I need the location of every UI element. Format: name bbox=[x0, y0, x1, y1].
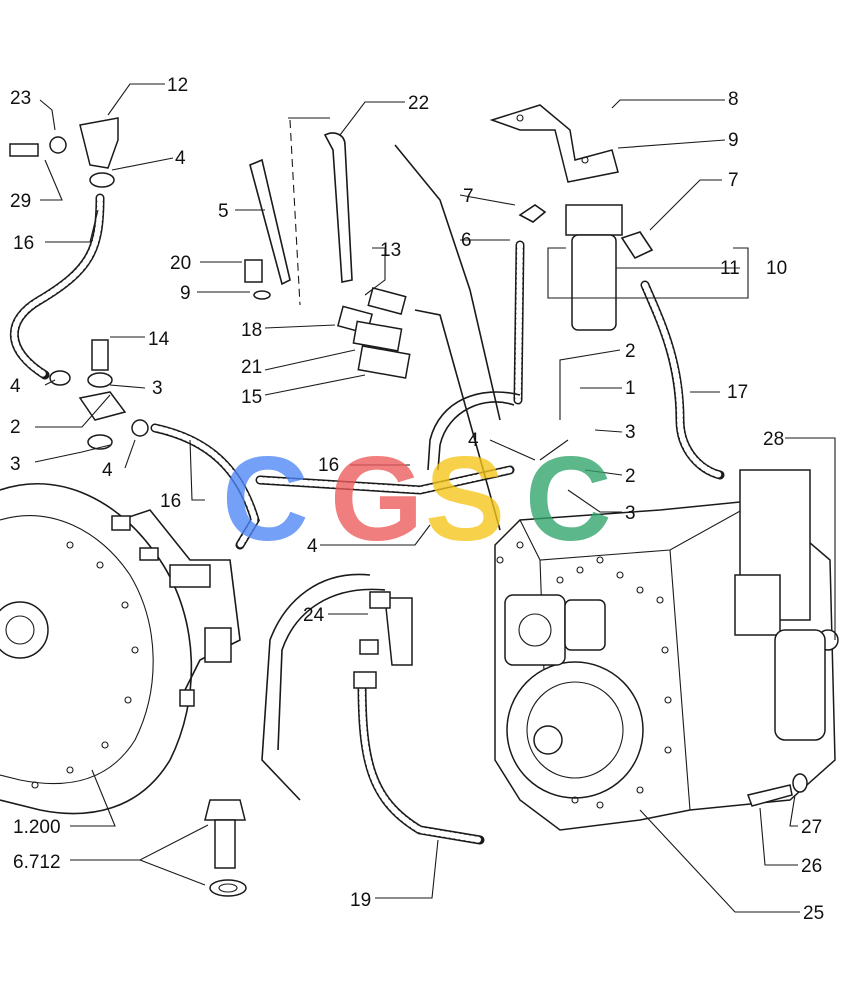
callout-20: 20 bbox=[170, 253, 191, 274]
callout-11: 11 bbox=[720, 258, 740, 279]
callout-27: 27 bbox=[801, 817, 822, 838]
callout-16: 16 bbox=[318, 455, 339, 476]
callout-3: 3 bbox=[152, 378, 163, 399]
callout-23: 23 bbox=[10, 88, 31, 109]
callout-1-200: 1.200 bbox=[13, 817, 61, 838]
callout-29: 29 bbox=[10, 191, 31, 212]
gearbox-assembly bbox=[494, 469, 839, 831]
callout-6-712: 6.712 bbox=[13, 852, 61, 873]
callout-2: 2 bbox=[625, 466, 636, 487]
hoses bbox=[9, 144, 725, 845]
callout-14: 14 bbox=[148, 329, 170, 350]
callout-19: 19 bbox=[350, 890, 371, 911]
callout-3: 3 bbox=[10, 454, 21, 475]
callout-4: 4 bbox=[102, 460, 113, 481]
plug-and-washer bbox=[204, 799, 247, 897]
callout-17: 17 bbox=[727, 382, 748, 403]
callout-2: 2 bbox=[10, 417, 21, 438]
callout-9: 9 bbox=[728, 130, 739, 151]
callout-18: 18 bbox=[241, 320, 262, 341]
callout-21: 21 bbox=[241, 357, 262, 378]
callout-10: 10 bbox=[766, 258, 787, 279]
callout-12: 12 bbox=[167, 75, 188, 96]
callout-2: 2 bbox=[625, 341, 636, 362]
clamp-bracket bbox=[353, 591, 413, 689]
callout-4: 4 bbox=[175, 148, 186, 169]
transmission-housing bbox=[0, 483, 241, 815]
callout-6: 6 bbox=[461, 230, 472, 251]
callout-7: 7 bbox=[728, 170, 739, 191]
callout-24: 24 bbox=[303, 605, 325, 626]
oil-filter bbox=[489, 104, 654, 331]
callout-16: 16 bbox=[160, 491, 181, 512]
leader-lines bbox=[34, 83, 836, 913]
callout-labels: 23 12 29 4 16 5 22 20 9 13 18 21 15 14 4… bbox=[10, 75, 824, 924]
callout-13: 13 bbox=[380, 240, 401, 261]
watermark-letter-2: G bbox=[330, 432, 423, 566]
callout-1: 1 bbox=[625, 378, 636, 399]
callout-7: 7 bbox=[463, 186, 474, 207]
callout-3: 3 bbox=[625, 503, 636, 524]
callout-9: 9 bbox=[180, 283, 191, 304]
callout-28: 28 bbox=[763, 429, 784, 450]
watermark-letter-3: S bbox=[425, 432, 505, 566]
callout-8: 8 bbox=[728, 89, 739, 110]
callout-26: 26 bbox=[801, 856, 822, 877]
callout-4: 4 bbox=[10, 376, 21, 397]
callout-4: 4 bbox=[307, 536, 318, 557]
callout-4: 4 bbox=[468, 430, 479, 451]
watermark-letter-1: C bbox=[222, 432, 309, 566]
bolt-and-washer bbox=[747, 773, 808, 807]
dipstick-and-tube bbox=[244, 117, 411, 379]
callout-15: 15 bbox=[241, 387, 262, 408]
top-left-fittings bbox=[9, 117, 149, 450]
callout-5: 5 bbox=[218, 201, 229, 222]
callout-3: 3 bbox=[625, 422, 636, 443]
callout-22: 22 bbox=[408, 93, 429, 114]
watermark-letter-4: C bbox=[525, 432, 612, 566]
watermark: C G S C bbox=[222, 432, 612, 566]
callout-25: 25 bbox=[803, 903, 824, 924]
callout-16: 16 bbox=[13, 233, 34, 254]
